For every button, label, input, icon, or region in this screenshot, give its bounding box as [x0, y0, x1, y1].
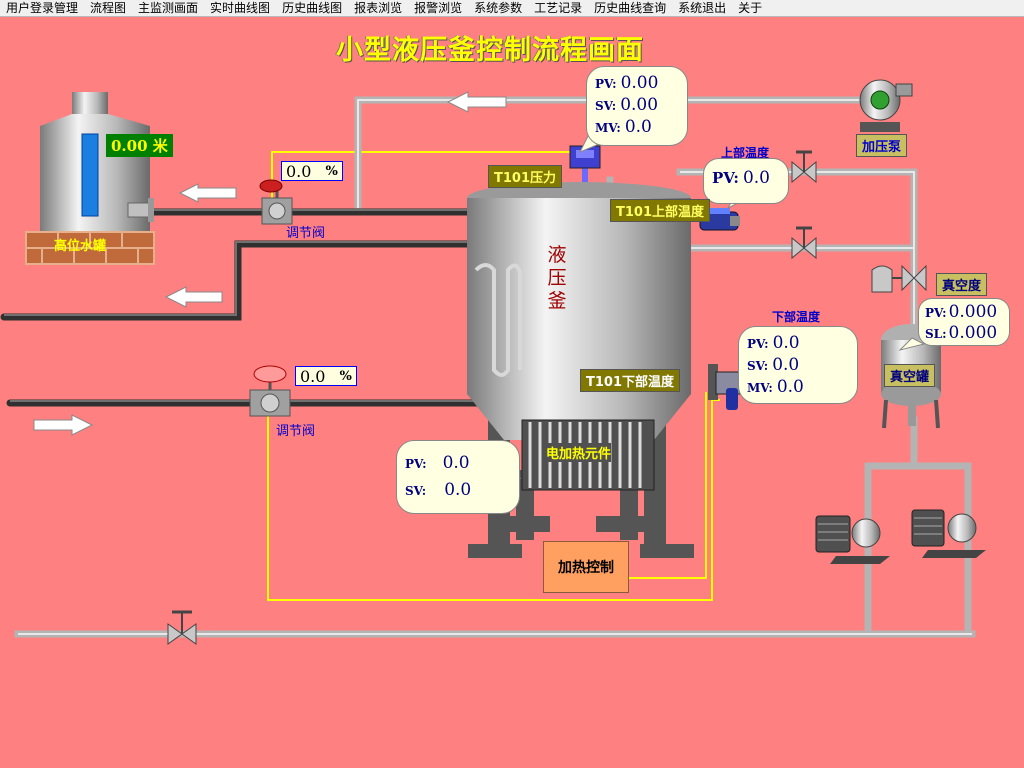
vacuum-valve[interactable]	[871, 264, 927, 293]
lower-temp-label: T101下部温度	[580, 369, 681, 392]
vacuum-pump-left	[815, 515, 890, 564]
upper-temp-title: 上部温度	[721, 146, 770, 160]
lower-temp-sv-label: SV:	[747, 359, 769, 373]
lower-temp-pv-label: PV:	[747, 337, 769, 351]
tank-label: 高位水罐	[54, 239, 107, 254]
valve-top-value: 0.0	[286, 161, 312, 181]
booster-pump-label: 加压泵	[856, 134, 908, 157]
menu-exit[interactable]: 系统退出	[678, 0, 727, 15]
heater-pv-label: PV:	[405, 457, 427, 471]
upper-temp-pv-value: 0.0	[742, 168, 770, 188]
arrow-right-icon	[33, 414, 94, 436]
heater-sv-value: 0.0	[444, 480, 472, 500]
reactor-vessel	[467, 182, 694, 558]
valve-bottom-unit: %	[339, 368, 352, 384]
heater-label: 电加热元件	[546, 443, 612, 462]
valve-bottom-readout: 0.0 %	[295, 366, 357, 386]
manual-valve-upper[interactable]	[791, 150, 817, 184]
upper-temp-pv-label: PV:	[712, 169, 739, 187]
tank-level-bar	[81, 133, 99, 217]
pressure-sv-label: SV:	[595, 99, 617, 113]
menu-about[interactable]: 关于	[738, 0, 763, 15]
vacuum-sl-value: 0.000	[948, 323, 998, 343]
arrow-left-icon	[178, 183, 237, 203]
pressure-bubble: PV:0.00 SV:0.00 MV:0.0	[586, 66, 688, 146]
regulating-valve-bottom[interactable]	[249, 365, 291, 417]
menu-realtime-curve[interactable]: 实时曲线图	[210, 0, 271, 15]
pressure-mv-value: 0.0	[624, 117, 652, 137]
lower-temp-sensor	[708, 364, 741, 410]
valve-top-label: 调节阀	[286, 226, 326, 241]
menu-user-login[interactable]: 用户登录管理	[6, 0, 79, 15]
pressure-label: T101压力	[488, 165, 563, 188]
lower-temp-bubble: PV:0.0 SV:0.0 MV:0.0	[738, 326, 858, 404]
pressure-pv-value: 0.00	[620, 73, 659, 93]
vacuum-pump-right	[911, 509, 986, 558]
lower-temp-mv-value: 0.0	[776, 377, 804, 397]
arrow-left-icon	[164, 286, 223, 308]
tank-level-value: 0.00 米	[106, 134, 173, 157]
menu-history-curve[interactable]: 历史曲线图	[282, 0, 343, 15]
regulating-valve-top[interactable]	[259, 179, 293, 225]
vacuum-label: 真空度	[936, 273, 988, 296]
valve-bottom-value: 0.0	[300, 366, 326, 386]
menu-history-query[interactable]: 历史曲线查询	[594, 0, 667, 15]
menu-bar: 用户登录管理 流程图 主监测画面 实时曲线图 历史曲线图 报表浏览 报警浏览 系…	[0, 0, 1024, 17]
lower-temp-mv-label: MV:	[747, 381, 773, 395]
valve-top-unit: %	[325, 163, 338, 179]
upper-temp-bubble: PV:0.0	[703, 158, 789, 204]
flow-arrows	[33, 91, 507, 436]
pressure-mv-label: MV:	[595, 121, 621, 135]
menu-main-monitor[interactable]: 主监测画面	[138, 0, 199, 15]
heating-coil	[474, 263, 522, 377]
vacuum-pv-value: 0.000	[948, 302, 998, 322]
upper-temp-label: T101上部温度	[610, 199, 711, 222]
heater-pv-value: 0.0	[442, 453, 470, 473]
valve-bottom-label: 调节阀	[276, 424, 316, 439]
vacuum-sl-label: SL:	[925, 327, 947, 341]
heating-control-button[interactable]: 加热控制	[543, 541, 629, 593]
vacuum-pv-label: PV:	[925, 306, 947, 320]
pressure-sv-value: 0.00	[620, 95, 659, 115]
high-water-tank	[25, 92, 155, 265]
brick-base	[25, 231, 155, 265]
vacuum-tank-label: 真空罐	[884, 364, 936, 387]
menu-system-params[interactable]: 系统参数	[474, 0, 523, 15]
booster-pump	[859, 79, 913, 132]
arrow-left-icon	[446, 91, 507, 113]
manual-valve-bottom[interactable]	[167, 610, 197, 645]
page-title: 小型液压釜控制流程画面	[336, 35, 644, 66]
heater-sv-label: SV:	[405, 484, 427, 498]
lower-temp-pv-value: 0.0	[772, 333, 800, 353]
menu-report[interactable]: 报表浏览	[354, 0, 403, 15]
menu-flowchart[interactable]: 流程图	[90, 0, 127, 15]
lower-temp-title: 下部温度	[772, 310, 821, 324]
valve-top-readout: 0.0 %	[281, 161, 343, 181]
pressure-pv-label: PV:	[595, 77, 617, 91]
reactor-label: 液压釜	[547, 244, 567, 312]
vacuum-bubble: PV:0.000 SL:0.000	[918, 298, 1010, 346]
lower-temp-sv-value: 0.0	[772, 355, 800, 375]
menu-alarm[interactable]: 报警浏览	[414, 0, 463, 15]
menu-process-record[interactable]: 工艺记录	[534, 0, 583, 15]
manual-valve-middle[interactable]	[791, 226, 817, 260]
heater-bubble: PV: 0.0 SV: 0.0	[396, 440, 520, 514]
